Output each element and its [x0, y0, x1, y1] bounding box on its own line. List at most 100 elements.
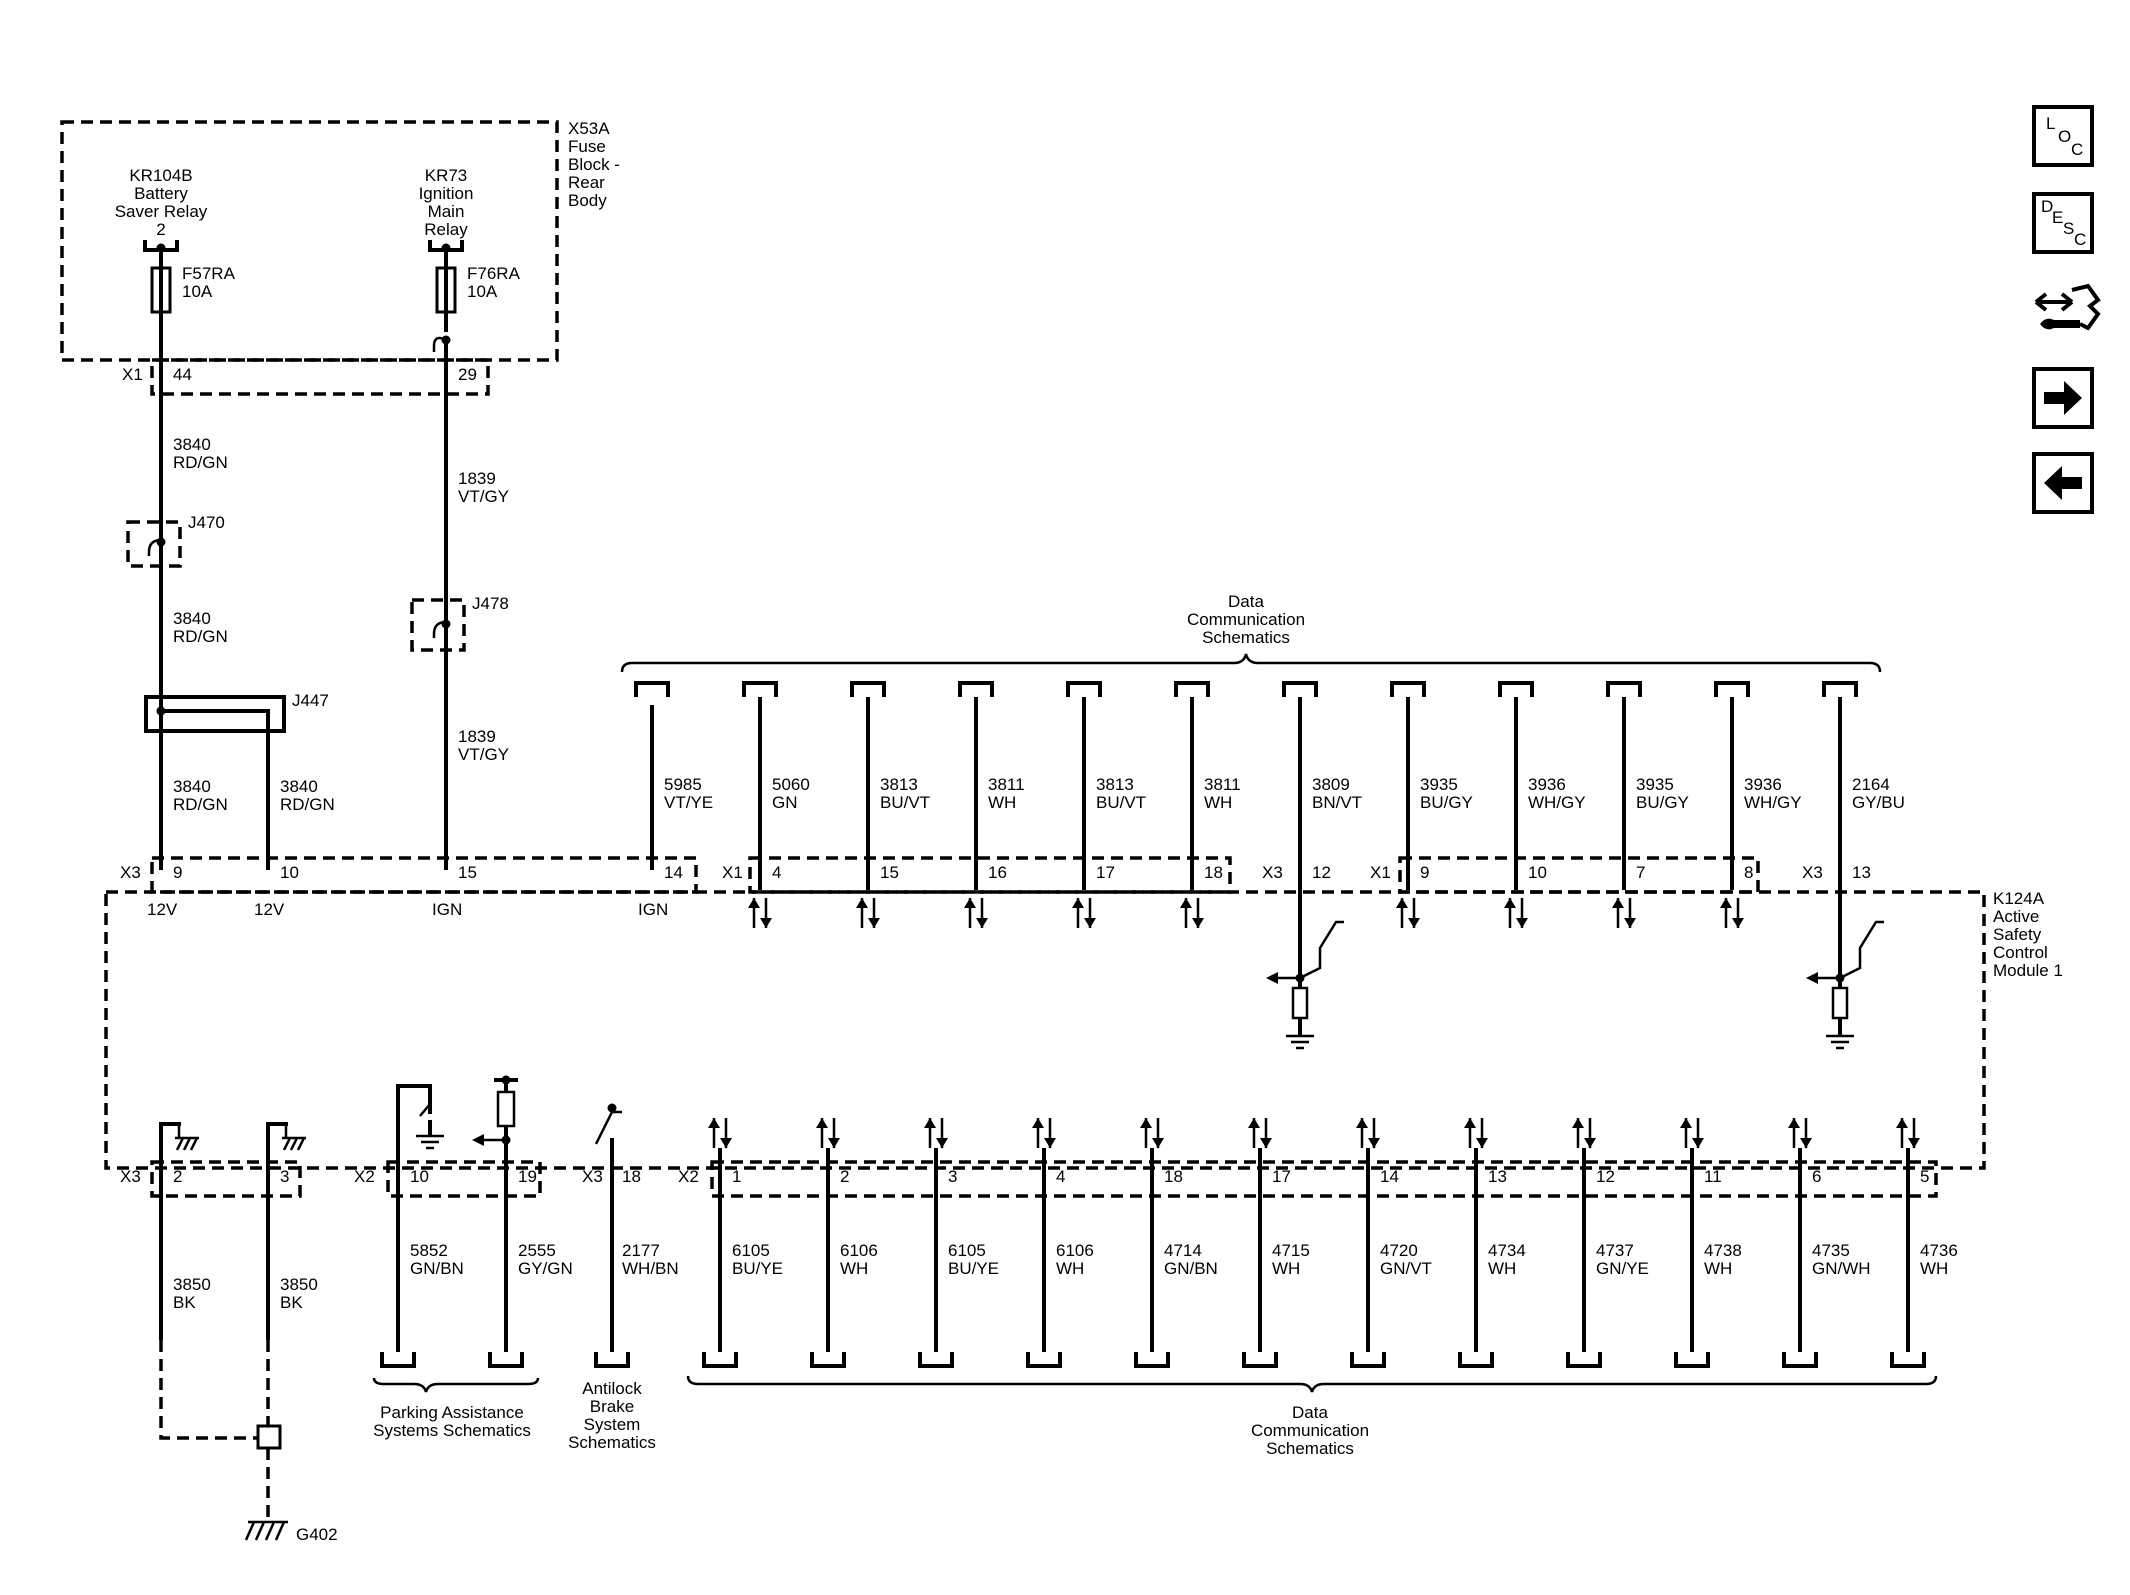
wire-3813-label: BU/VT	[1096, 793, 1146, 812]
bidirectional-arrows	[1248, 1118, 1260, 1128]
bidirectional-arrows	[1464, 1118, 1476, 1128]
bidirectional-arrows	[1720, 898, 1732, 908]
wire-6105-label: BU/YE	[732, 1259, 783, 1278]
pin-label: 3	[280, 1167, 289, 1186]
switch-contact	[1839, 920, 1884, 980]
connector-label: X3	[1802, 863, 1823, 882]
top-data-comm-title: Data	[1228, 592, 1264, 611]
wire-6105-label: BU/YE	[948, 1259, 999, 1278]
top-terminal-6	[1282, 681, 1318, 697]
bidirectional-arrows	[868, 918, 880, 928]
wire-3813-label: 3813	[880, 775, 918, 794]
relay-kr73-label: Relay	[424, 220, 468, 239]
wire-6106-label: WH	[1056, 1259, 1084, 1278]
wire-3813-label: BU/VT	[880, 793, 930, 812]
next-arrow-icon	[2032, 367, 2094, 429]
wire-1839-label: 1839	[458, 469, 496, 488]
wire-3840-label: RD/GN	[173, 795, 228, 814]
ground-symbol	[416, 1134, 444, 1150]
pin-label: 17	[1096, 863, 1115, 882]
case-ground-icon	[175, 1124, 199, 1151]
parking-switch	[396, 1084, 432, 1162]
abs-title: Schematics	[568, 1433, 656, 1452]
pin-label: 13	[1852, 863, 1871, 882]
wire-5985-label: VT/YE	[664, 793, 713, 812]
wire-2164-label: 2164	[1852, 775, 1890, 794]
top-data-comm-title: Communication	[1187, 610, 1305, 629]
bidirectional-arrows	[1180, 898, 1192, 908]
top-terminal-3	[958, 681, 994, 697]
component-repair-button[interactable]	[2032, 280, 2101, 342]
wire-3840-label: 3840	[173, 435, 211, 454]
bidirectional-arrows	[1516, 918, 1528, 928]
previous-button[interactable]	[2032, 452, 2094, 514]
ground-splice	[256, 1424, 282, 1450]
wire-4737-label: GN/YE	[1596, 1259, 1649, 1278]
connector-x1-top	[748, 856, 1232, 894]
wire-6105-label: 6105	[732, 1241, 770, 1260]
wire-5060-label: GN	[772, 793, 798, 812]
bidirectional-arrows	[720, 1138, 732, 1148]
wire-4738-label: 4738	[1704, 1241, 1742, 1260]
connector-label: X1	[1370, 863, 1391, 882]
wire-2177-label: WH/BN	[622, 1259, 679, 1278]
relay-kr104b-label: 2	[156, 220, 165, 239]
bidirectional-arrows	[924, 1118, 936, 1128]
wire-3840-label: 3840	[173, 609, 211, 628]
case-ground-icon	[282, 1124, 306, 1151]
connector-label: X3	[1262, 863, 1283, 882]
pull-resistor	[1831, 986, 1849, 1020]
parking-terminal	[380, 1352, 416, 1368]
loc-icon: L O C	[2032, 105, 2094, 167]
fuse-block-name: X53A	[568, 119, 610, 138]
wire-6106-label: 6106	[1056, 1241, 1094, 1260]
bidirectional-arrows	[1032, 1118, 1044, 1128]
abs-switch	[594, 1110, 622, 1145]
next-button[interactable]	[2032, 367, 2094, 429]
loc-button[interactable]: L O C	[2032, 105, 2094, 167]
bidirectional-arrows	[1788, 1118, 1800, 1128]
pin-label: 7	[1636, 863, 1645, 882]
bottom-data-comm-title: Communication	[1251, 1421, 1369, 1440]
bidirectional-arrows	[1612, 898, 1624, 908]
bidirectional-arrows	[760, 918, 772, 928]
wire-4734-label: WH	[1488, 1259, 1516, 1278]
connector-x1-top-b	[1398, 856, 1760, 894]
junction-dot	[607, 1103, 617, 1113]
wire-1839-label: 1839	[458, 727, 496, 746]
wire-3936-label: 3936	[1744, 775, 1782, 794]
module-k124a-name: Safety	[1993, 925, 2042, 944]
parking-bracket	[372, 1377, 540, 1393]
bottom-data-comm-title: Schematics	[1266, 1439, 1354, 1458]
fuse-block-x1-connector	[150, 358, 490, 396]
pin-label: 1	[732, 1167, 741, 1186]
parking-assistance-title: Systems Schematics	[373, 1421, 531, 1440]
splice-j478	[410, 598, 466, 652]
wire-4734-label: 4734	[1488, 1241, 1526, 1260]
pin-label: 16	[988, 863, 1007, 882]
bidirectional-arrows	[1396, 898, 1408, 908]
wire-3840-label: RD/GN	[173, 453, 228, 472]
pin-label: 12	[1596, 1167, 1615, 1186]
wire-3840-label: 3840	[280, 777, 318, 796]
pin-label: 6	[1812, 1167, 1821, 1186]
wire-3840-label: RD/GN	[173, 627, 228, 646]
top-terminal-4	[1066, 681, 1102, 697]
wire-2164-label: GY/BU	[1852, 793, 1905, 812]
top-data-comm-title: Schematics	[1202, 628, 1290, 647]
bottom-terminal-5	[1242, 1352, 1278, 1368]
ground-dashed	[159, 1340, 260, 1440]
bottom-terminal-4	[1134, 1352, 1170, 1368]
bidirectional-arrows	[708, 1118, 720, 1128]
wire-4738-label: WH	[1704, 1259, 1732, 1278]
pin-label: 4	[1056, 1167, 1065, 1186]
fuse-block-name: Fuse	[568, 137, 606, 156]
wire-3935-label: 3935	[1636, 775, 1674, 794]
pin-label: 9	[173, 863, 182, 882]
relay-kr73-label: KR73	[425, 166, 468, 185]
wire-3840-label: RD/GN	[280, 795, 335, 814]
fuse-block-name: Block -	[568, 155, 620, 174]
wire-4736-label: WH	[1920, 1259, 1948, 1278]
desc-button[interactable]: D E S C	[2032, 192, 2094, 254]
wire-6106-label: WH	[840, 1259, 868, 1278]
